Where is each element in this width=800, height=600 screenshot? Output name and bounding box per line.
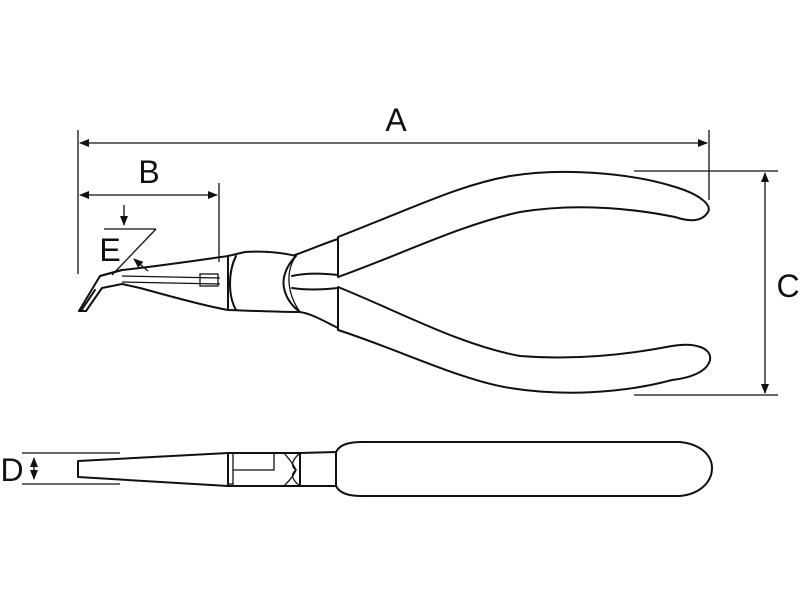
top-view-jaw [77, 452, 229, 487]
pliers-top-view [77, 441, 713, 497]
jaw [99, 255, 229, 277]
lower-neck [291, 287, 339, 291]
upper-handle [337, 170, 710, 278]
dimension-c-label: C [776, 268, 799, 304]
dimension-b-label: B [138, 154, 159, 190]
dimension-b: B [79, 154, 220, 262]
dimension-e-label: E [99, 232, 120, 268]
dimension-c: C [634, 170, 800, 396]
top-view-handle [335, 441, 713, 497]
lower-handle [337, 286, 712, 394]
pliers-side-view [78, 170, 712, 394]
dimension-a-label: A [385, 102, 407, 138]
upper-neck [291, 238, 339, 257]
joint-head [227, 250, 301, 313]
dimension-a: A [77, 102, 710, 274]
top-view-neck [299, 451, 337, 487]
dimension-d-label: D [0, 452, 23, 488]
dimension-e: E [99, 205, 157, 276]
dimension-d: D [0, 452, 120, 488]
